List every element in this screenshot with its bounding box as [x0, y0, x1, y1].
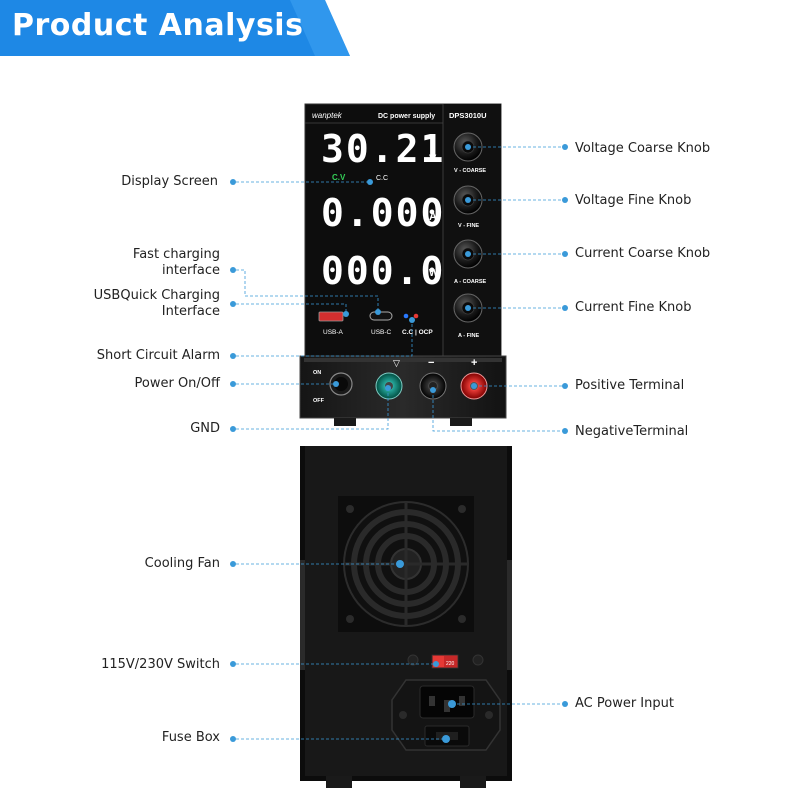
callout-dots [230, 144, 568, 743]
label-fast-charging: Fast charging [132, 247, 220, 262]
ccocp-label: C.C | OCP [402, 329, 433, 336]
label-cooling-fan: Cooling Fan [144, 556, 220, 571]
cc-led-icon [403, 313, 409, 319]
cc-indicator: C.C [376, 175, 388, 182]
model-label: DPS3010U [449, 111, 487, 120]
screw-icon [485, 711, 493, 719]
label-power-onoff: Power On/Off [134, 376, 220, 391]
cooling-fan [338, 496, 474, 632]
usb-c-port[interactable] [369, 311, 393, 321]
usb-c-label: USB-C [371, 329, 392, 336]
knob-label-a-fine: A - FINE [458, 333, 480, 339]
label-positive-terminal: Positive Terminal [575, 378, 685, 393]
label-short-circuit: Short Circuit Alarm [96, 348, 220, 363]
screw-icon [472, 654, 484, 666]
label-usb-quick-2: Interface [161, 304, 220, 319]
ac-power-inlet[interactable] [391, 679, 501, 751]
label-voltage-coarse: Voltage Coarse Knob [575, 141, 711, 156]
label-fuse-box: Fuse Box [161, 730, 220, 745]
ocp-led-icon [413, 313, 419, 319]
knob-label-v-fine: V - FINE [458, 223, 479, 229]
screw-icon [458, 505, 466, 513]
header-banner: Product Analysis [0, 0, 800, 56]
label-gnd: GND [190, 421, 220, 436]
usb-a-port[interactable] [318, 311, 344, 322]
screw-icon [407, 654, 419, 666]
power-unit: W [429, 268, 439, 279]
current-display: 0.000 [321, 191, 445, 235]
off-label: OFF [313, 398, 325, 404]
screw-icon [458, 615, 466, 623]
label-current-coarse: Current Coarse Knob [575, 246, 711, 261]
panel-title: DC power supply [378, 113, 435, 120]
label-negative-terminal: NegativeTerminal [575, 424, 689, 439]
screw-icon [346, 505, 354, 513]
voltage-selector-value: 220 [446, 661, 455, 667]
label-usb-quick: USBQuick Charging [93, 288, 220, 303]
power-button[interactable] [329, 372, 353, 396]
voltage-unit: V [429, 153, 437, 165]
power-display: 000.0 [321, 249, 445, 293]
callout-lines [236, 146, 562, 740]
plus-sign: + [471, 357, 477, 369]
label-fast-charging-2: interface [162, 263, 220, 278]
on-label: ON [313, 370, 321, 376]
brand-logo: wanptek [312, 111, 343, 120]
banner-shape [0, 0, 350, 56]
knob-label-v-coarse: V - COARSE [454, 168, 486, 174]
page-title: Product Analysis [12, 8, 304, 43]
label-voltage-fine: Voltage Fine Knob [575, 193, 692, 208]
label-ac-input: AC Power Input [575, 696, 674, 711]
label-display-screen: Display Screen [121, 174, 218, 189]
label-voltage-switch: 115V/230V Switch [101, 657, 220, 672]
knob-label-a-coarse: A - COARSE [454, 279, 487, 285]
label-current-fine: Current Fine Knob [575, 300, 692, 315]
minus-sign: − [428, 357, 434, 369]
current-unit: A [429, 211, 437, 223]
voltage-display: 30.21 [321, 127, 445, 171]
usb-a-label: USB-A [323, 329, 344, 336]
gnd-symbol-icon: ▽ [393, 358, 400, 368]
cv-indicator: C.V [332, 173, 346, 182]
screw-icon [399, 711, 407, 719]
screw-icon [346, 615, 354, 623]
